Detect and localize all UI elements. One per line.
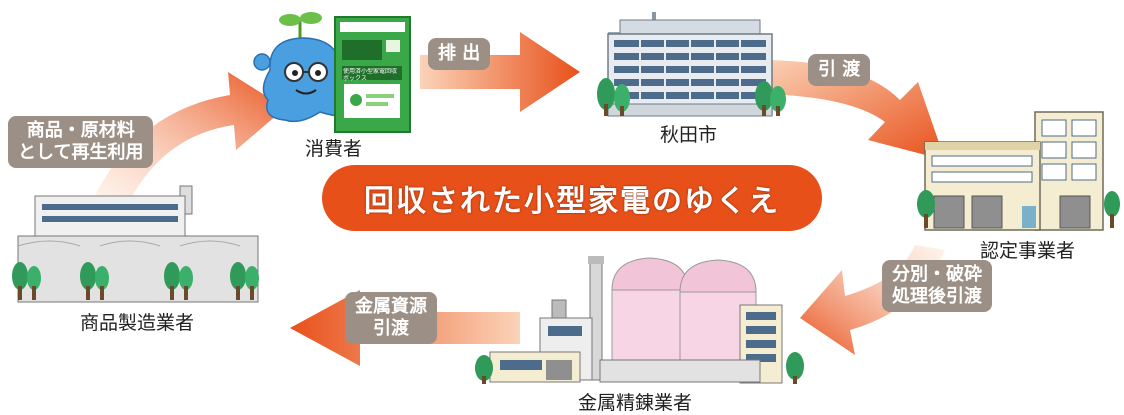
node-label-consumer: 消費者 bbox=[305, 138, 363, 160]
certified-business-illustration bbox=[917, 111, 1120, 231]
box-lettering: 使用済小型家電回収ボックス bbox=[343, 68, 398, 82]
node-label-manufacturer: 商品製造業者 bbox=[80, 312, 195, 334]
step-tag-reuse: 商品・原材料 として再生利用 bbox=[8, 116, 154, 168]
step-reuse-line1: 商品・原材料 bbox=[26, 120, 135, 141]
node-label-certified: 認定事業者 bbox=[980, 240, 1076, 262]
node-label-city: 秋田市 bbox=[660, 124, 718, 146]
node-label-refiner: 金属精錬業者 bbox=[578, 392, 693, 414]
step-metal-line1: 金属資源 bbox=[355, 296, 427, 317]
step-tag-discharge: 排 出 bbox=[428, 38, 491, 70]
cycle-title-badge: 回収された小型家電のゆくえ bbox=[322, 165, 822, 231]
arrow-discharge bbox=[420, 32, 580, 112]
step-discharge-text: 排 出 bbox=[438, 43, 481, 64]
step-tag-crush: 分別・破砕 処理後引渡 bbox=[882, 260, 992, 312]
step-transfer-text: 引 渡 bbox=[818, 59, 861, 80]
step-tag-metal: 金属資源 引渡 bbox=[345, 292, 437, 344]
arrow-transfer bbox=[760, 60, 945, 160]
step-reuse-line2: として再生利用 bbox=[18, 142, 144, 163]
city-hall-illustration bbox=[597, 12, 786, 117]
refinery-illustration bbox=[475, 256, 804, 384]
cycle-title: 回収された小型家電のゆくえ bbox=[364, 184, 780, 219]
factory-illustration bbox=[12, 185, 259, 303]
arrow-reuse bbox=[95, 72, 285, 200]
step-metal-line2: 引渡 bbox=[373, 318, 409, 339]
step-crush-line1: 分別・破砕 bbox=[892, 264, 982, 285]
consumer-illustration bbox=[253, 12, 411, 133]
step-tag-transfer: 引 渡 bbox=[808, 54, 871, 86]
step-crush-line2: 処理後引渡 bbox=[892, 286, 982, 307]
